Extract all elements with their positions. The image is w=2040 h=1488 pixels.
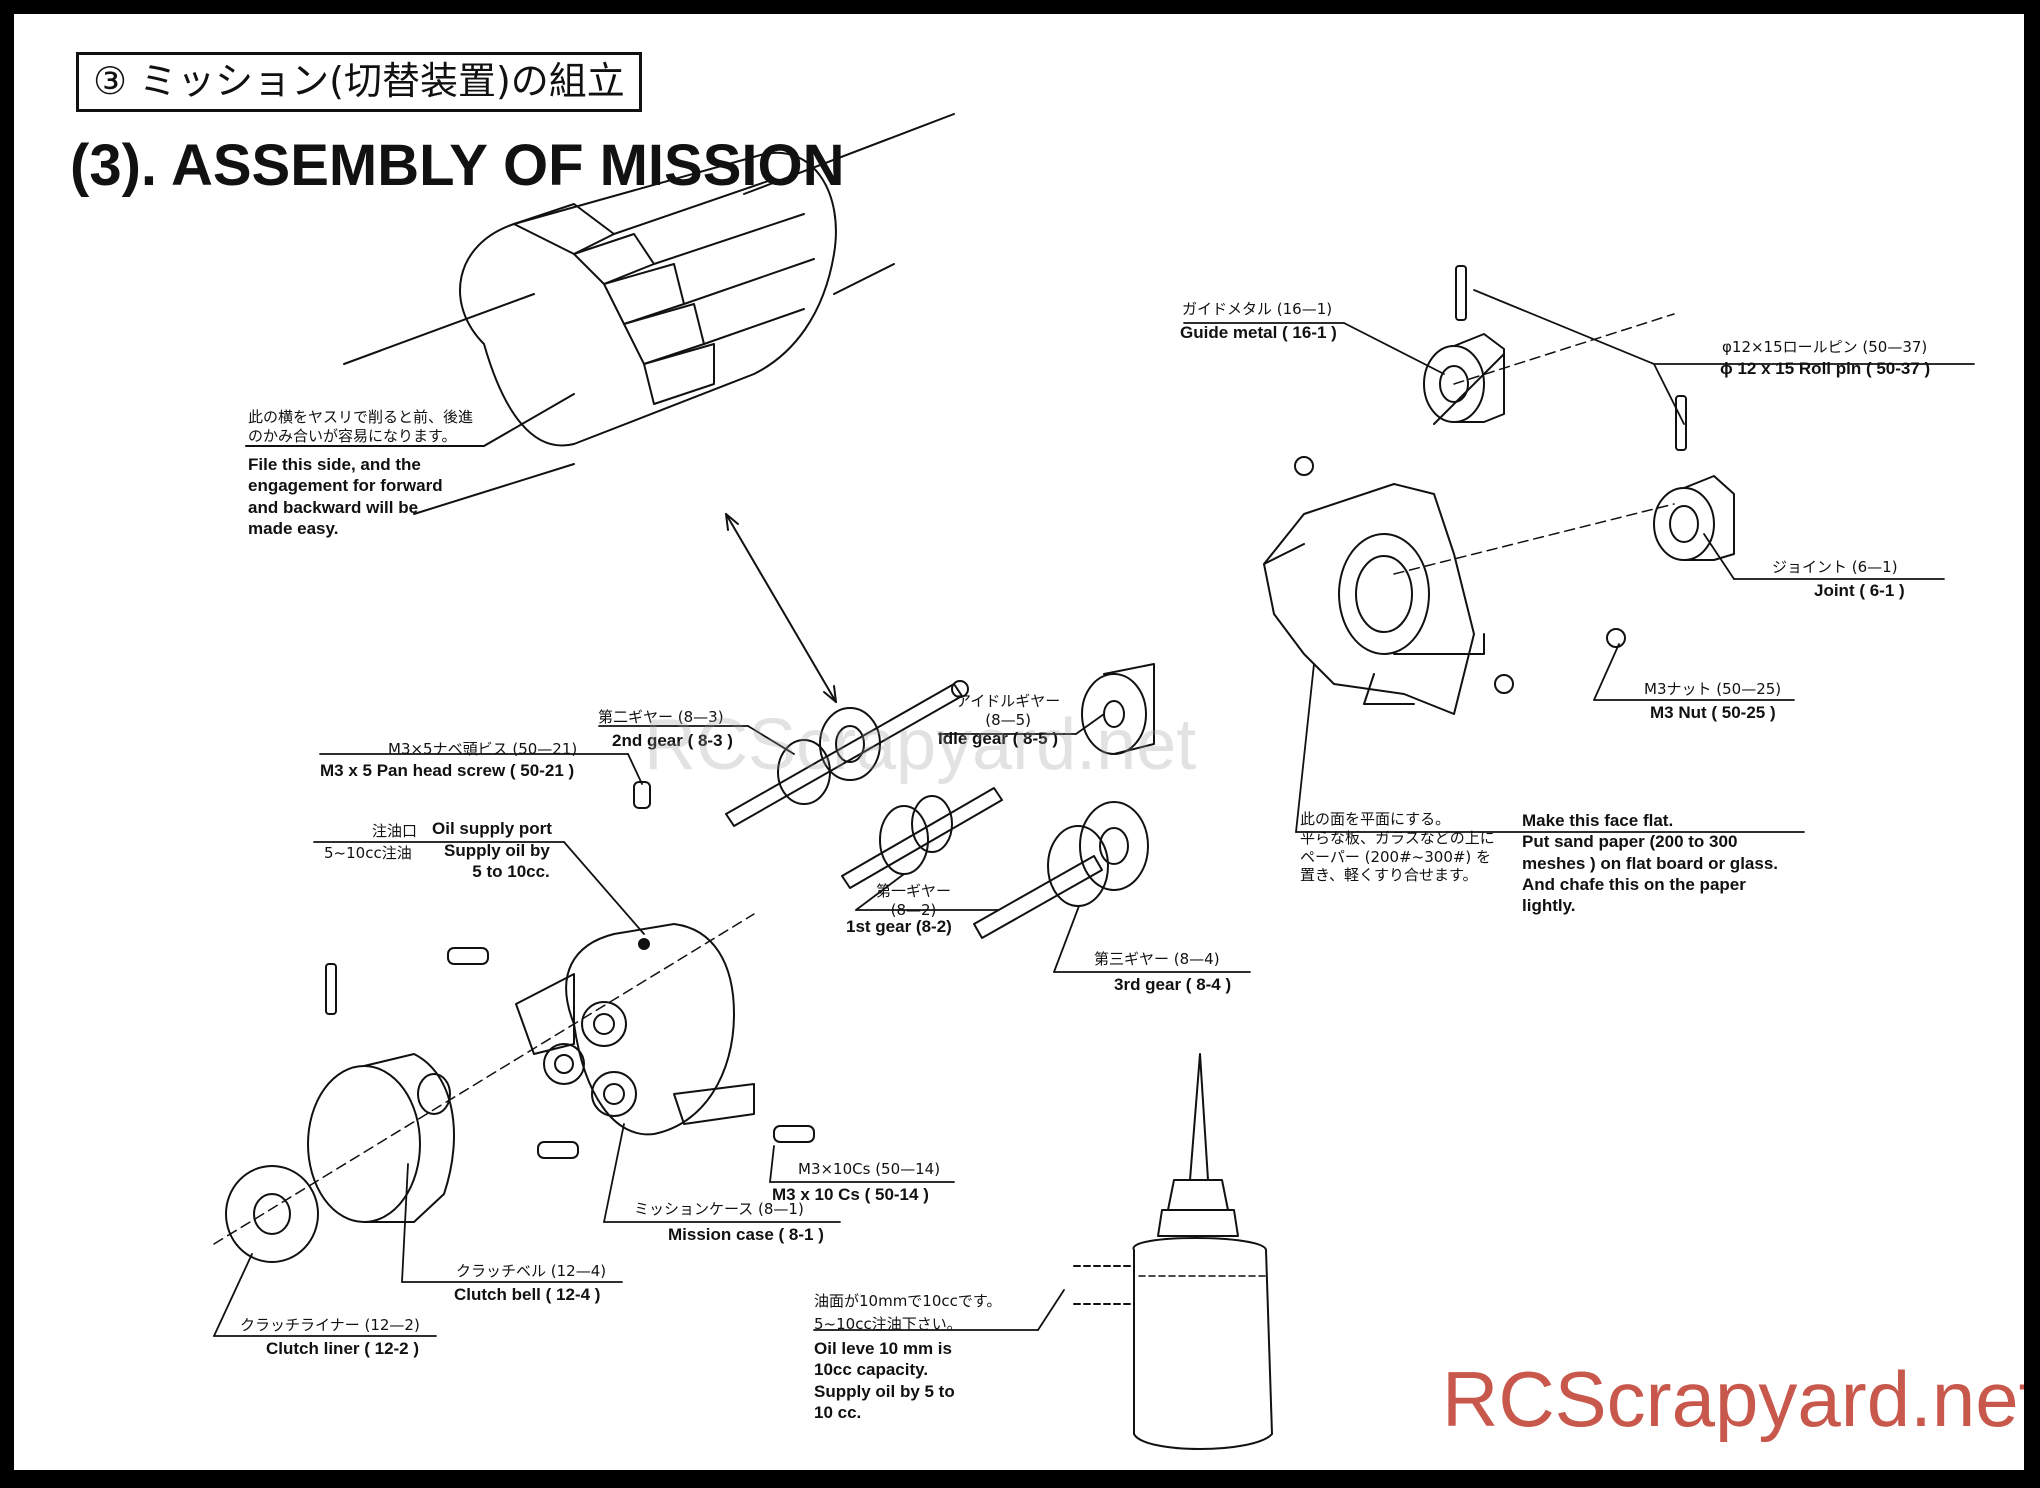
clutch-liner-part xyxy=(225,1165,319,1263)
joint-en: Joint ( 6-1 ) xyxy=(1814,581,1905,600)
oil-amount-en: Supply oil by 5 to 10cc. xyxy=(444,841,550,882)
jp-title: ③ ミッション(切替装置)の組立 xyxy=(76,52,642,112)
gear3-jp: 第三ギヤー (8—4) xyxy=(1094,950,1220,968)
manual-page: ③ ミッション(切替装置)の組立 (3). ASSEMBLY OF MISSIO… xyxy=(14,14,2024,1470)
watermark-corner: RCScrapyard.net xyxy=(1442,1355,2024,1443)
clutch-bell-en: Clutch bell ( 12-4 ) xyxy=(454,1285,601,1304)
mission-case-jp: ミッションケース (8—1) xyxy=(634,1200,804,1218)
gear1-en: 1st gear (8-2) xyxy=(846,917,952,936)
gear-shafts xyxy=(725,663,1155,939)
lower-mission-case xyxy=(515,923,755,1136)
m3-nut-jp: M3ナット (50—25) xyxy=(1644,680,1782,698)
joint-jp: ジョイント (6—1) xyxy=(1772,558,1898,576)
pan-screw-en: M3 x 5 Pan head screw ( 50-21 ) xyxy=(320,761,575,780)
clutch-liner-en: Clutch liner ( 12-2 ) xyxy=(266,1339,420,1358)
oil-level-en: Oil leve 10 mm is 10cc capacity. Supply … xyxy=(814,1339,955,1422)
mission-case-en: Mission case ( 8-1 ) xyxy=(668,1225,824,1244)
face-flat-en: Make this face flat. Put sand paper (200… xyxy=(1522,811,1779,915)
file-note-jp: 此の横をヤスリで削ると前、後進 のかみ合いが容易になります。 xyxy=(248,408,474,445)
roll-pin-en: ϕ 12 x 15 Roll pin ( 50-37 ) xyxy=(1720,359,1931,378)
gear2-en: 2nd gear ( 8-3 ) xyxy=(612,731,733,750)
idle-gear-en: Idle gear ( 8-5 ) xyxy=(938,729,1058,748)
exploded-assembly-drawing xyxy=(213,113,1975,1450)
idle-gear-jp: アイドルギヤー (8—5) xyxy=(956,692,1061,729)
oil-amount-jp: 5~10cc注油 xyxy=(324,844,412,862)
oil-bottle xyxy=(1073,1053,1273,1450)
gear2-jp: 第二ギヤー (8—3) xyxy=(598,708,724,726)
guide-metal-en: Guide metal ( 16-1 ) xyxy=(1180,323,1337,342)
oil-port-en: Oil supply port xyxy=(432,819,552,838)
clutch-bell-part xyxy=(307,1053,455,1223)
guide-metal-part xyxy=(1423,333,1505,425)
face-flat-jp: 此の面を平面にする。 平らな板、ガラスなどの上に ペーパー (200#~300#… xyxy=(1300,810,1495,885)
upper-case-half xyxy=(1263,483,1485,715)
gear3-en: 3rd gear ( 8-4 ) xyxy=(1114,975,1232,994)
oil-port-jp: 注油口 xyxy=(372,822,418,840)
cs-screw-en: M3 x 10 Cs ( 50-14 ) xyxy=(772,1185,929,1204)
joint-part xyxy=(1653,475,1735,561)
pan-screw-jp: M3×5ナベ頭ビス (50—21) xyxy=(388,740,578,758)
roll-pin-jp: φ12×15ロールピン (50—37) xyxy=(1722,338,1928,356)
m3-nut-en: M3 Nut ( 50-25 ) xyxy=(1650,703,1776,722)
guide-metal-jp: ガイドメタル (16—1) xyxy=(1182,300,1333,318)
cs-screw-jp: M3×10Cs (50—14) xyxy=(798,1160,941,1178)
file-note-en: File this side, and the engagement for f… xyxy=(248,455,443,538)
oil-level-jp: 油面が10mmで10ccです。 5~10cc注油下さい。 xyxy=(814,1292,1002,1334)
watermark-center: RCScrapyard.net xyxy=(644,705,1197,785)
clutch-liner-jp: クラッチライナー (12—2) xyxy=(240,1316,420,1334)
en-title: (3). ASSEMBLY OF MISSION xyxy=(70,133,845,198)
gear1-jp: 第一ギヤー (8—2) xyxy=(876,882,952,919)
clutch-bell-jp: クラッチベル (12—4) xyxy=(456,1262,607,1280)
gear-tooth-detail xyxy=(343,113,955,515)
